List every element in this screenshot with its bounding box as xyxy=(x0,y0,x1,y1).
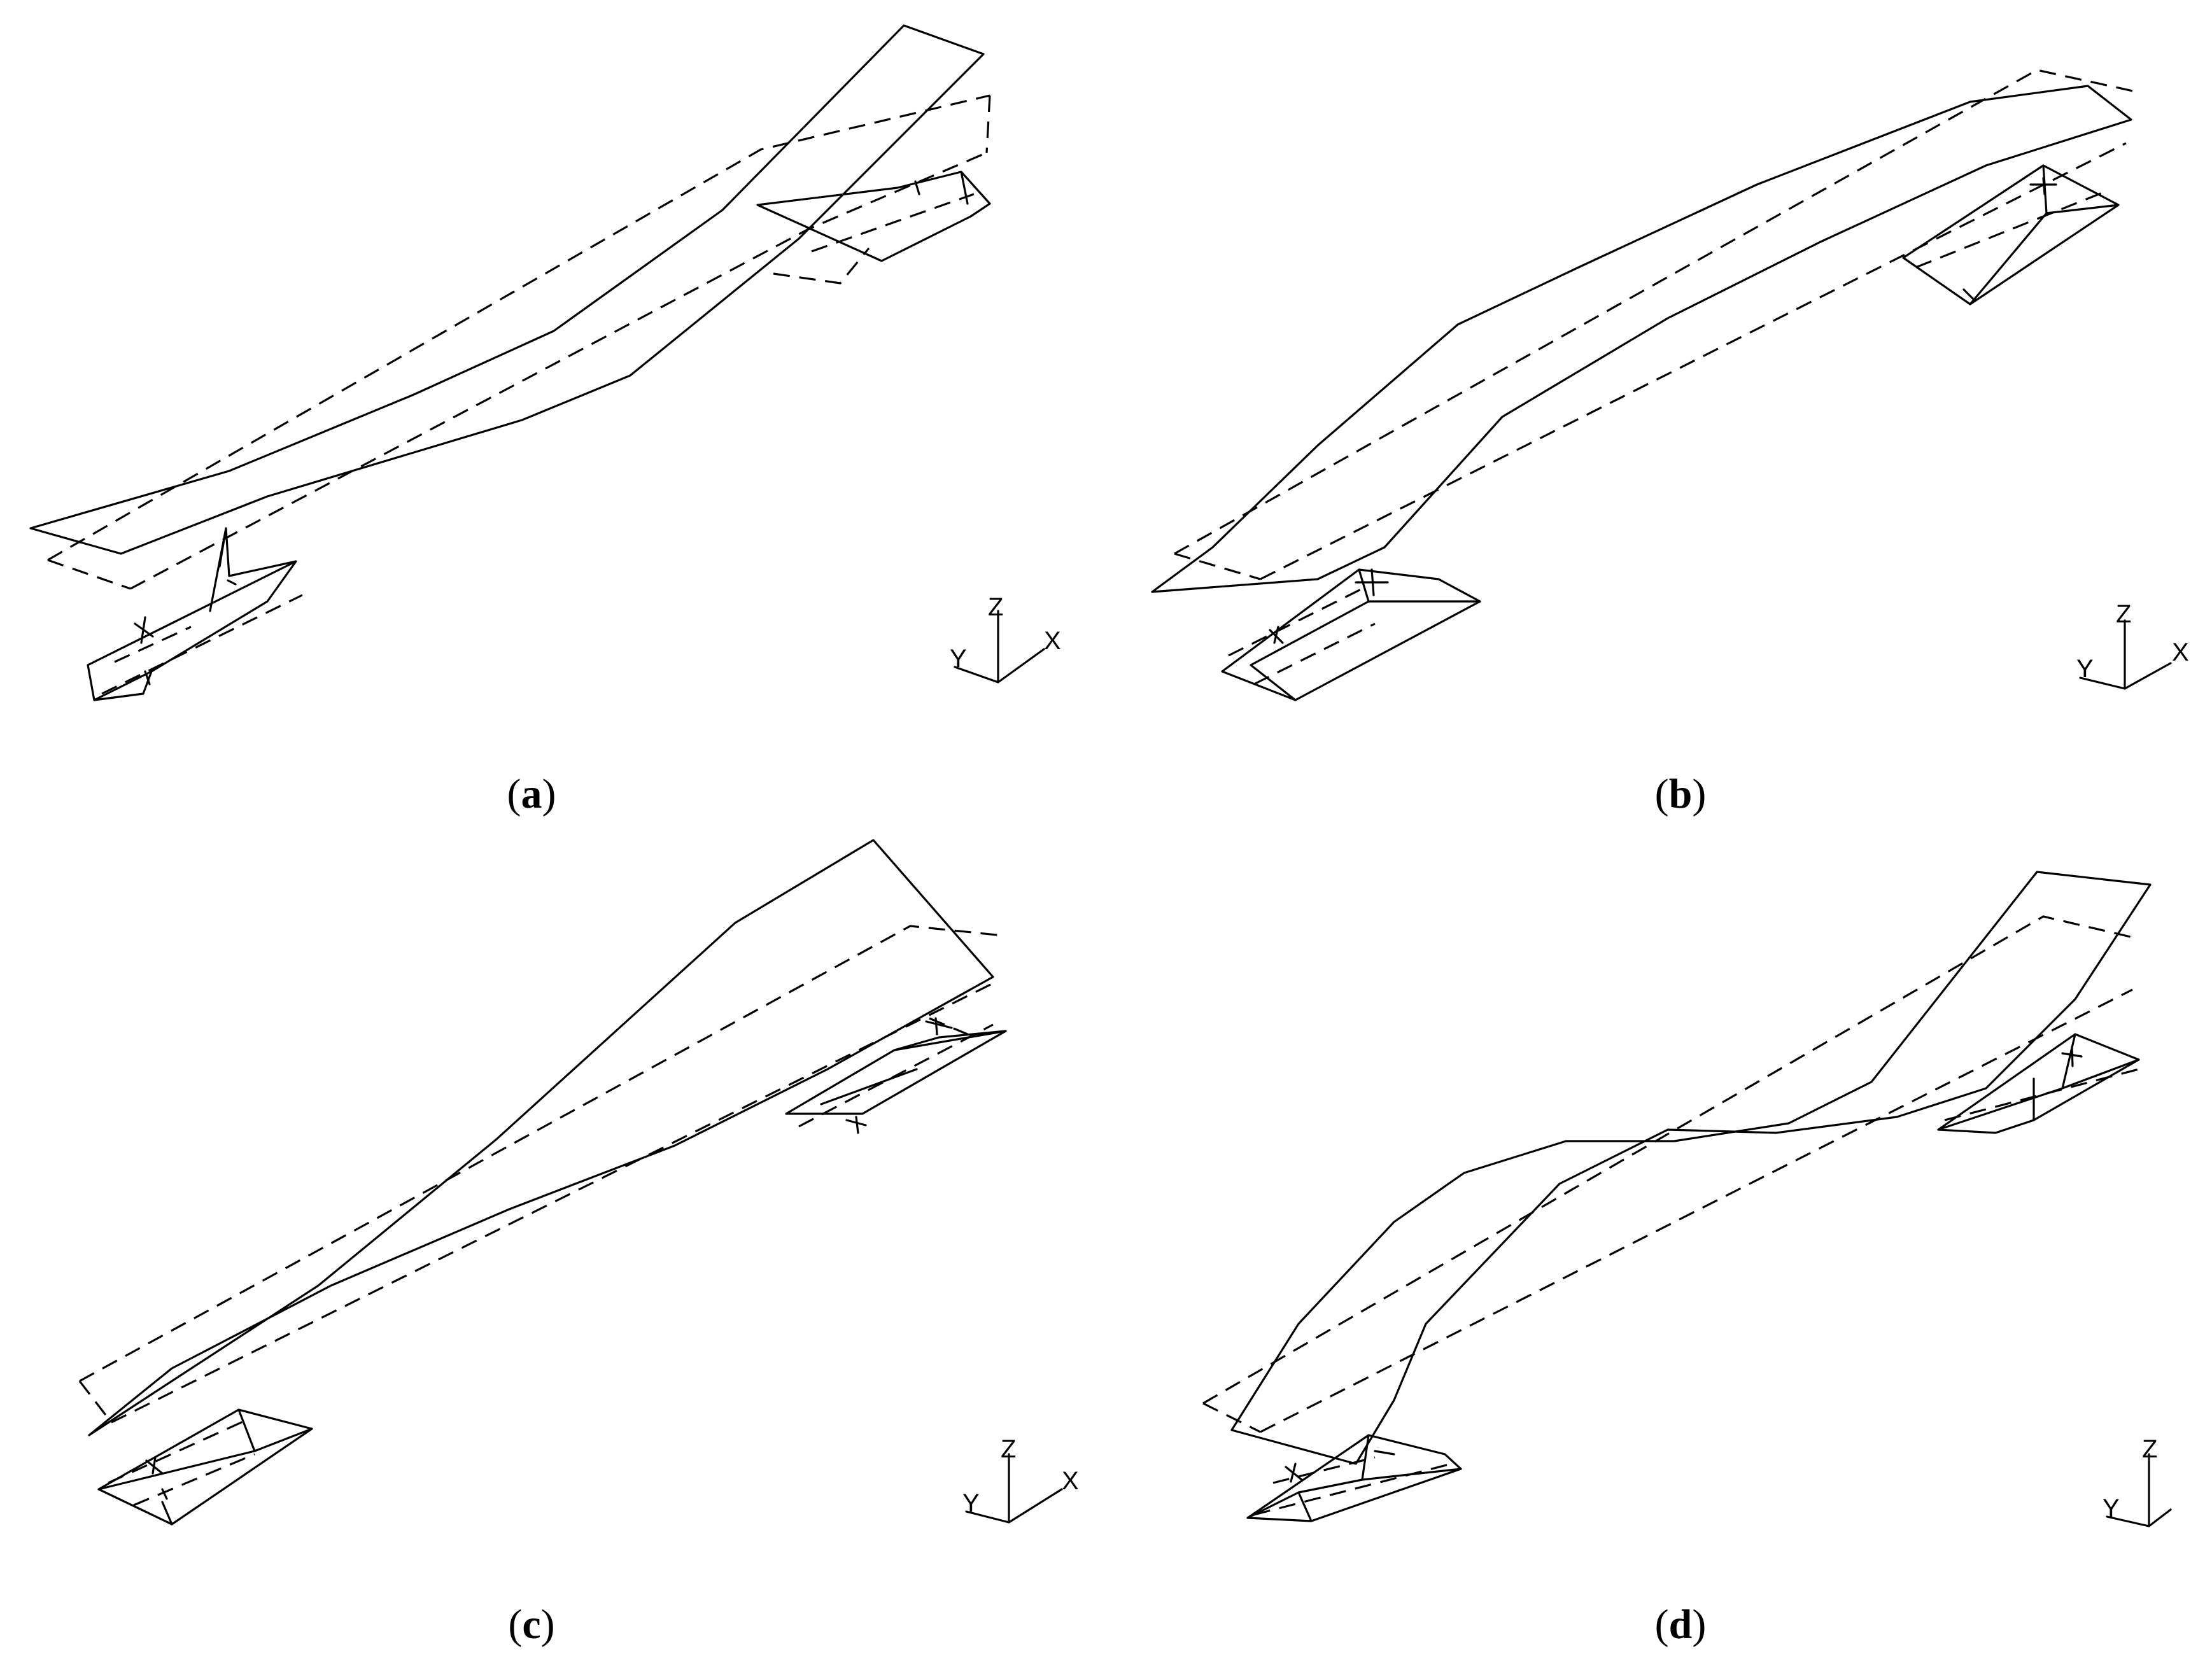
right-pier-dashed xyxy=(1915,190,2108,269)
undeformed-girder xyxy=(1202,915,2139,1433)
right-pier-marks xyxy=(845,1017,953,1134)
left-pier xyxy=(87,527,297,701)
panel-b-diagram: Z Y X xyxy=(1151,69,2189,701)
svg-text:Y: Y xyxy=(2103,1494,2120,1522)
svg-text:Z: Z xyxy=(1001,1435,1016,1463)
right-pier xyxy=(785,1030,1007,1115)
left-pier-marks xyxy=(145,1456,168,1500)
caption-c: (c) xyxy=(508,1601,555,1648)
right-pier-marks xyxy=(1962,177,2057,300)
left-pier xyxy=(1246,1434,1462,1522)
svg-text:X: X xyxy=(1062,1467,1079,1495)
panel-d-diagram: Z Y xyxy=(1202,871,2172,1527)
right-pier xyxy=(1902,164,2120,305)
deformed-girder xyxy=(88,839,994,1436)
axis-triad-c: Z Y X xyxy=(962,1435,1079,1524)
svg-text:X: X xyxy=(1044,627,1061,655)
right-pier xyxy=(756,171,991,262)
left-pier-marks xyxy=(1269,568,1389,644)
left-pier-dashed xyxy=(108,1418,255,1506)
left-pier-marks xyxy=(1285,1450,1395,1483)
right-pier-dashed xyxy=(1944,1068,2139,1121)
undeformed-girder xyxy=(78,925,1003,1424)
deformed-girder xyxy=(1230,871,2152,1465)
left-pier-dashed xyxy=(1228,584,1376,685)
axis-triad-a: Z Y X xyxy=(950,593,1061,684)
deformed-girder xyxy=(1151,85,2132,593)
svg-text:Z: Z xyxy=(2142,1435,2157,1463)
panel-c-diagram: Z Y X xyxy=(78,839,1079,1526)
panel-a-diagram: Z Y X xyxy=(29,24,1061,701)
svg-text:Y: Y xyxy=(2076,655,2094,683)
caption-a: (a) xyxy=(507,771,556,817)
axis-triad-b: Z Y X xyxy=(2076,600,2189,690)
svg-text:Z: Z xyxy=(2116,600,2131,628)
svg-text:Y: Y xyxy=(962,1489,980,1517)
right-pier xyxy=(1937,1033,2140,1134)
left-pier-marks xyxy=(134,579,237,685)
right-pier-dashed xyxy=(773,193,975,284)
deformed-girder xyxy=(29,24,985,555)
caption-b: (b) xyxy=(1654,771,1707,817)
left-pier xyxy=(97,1408,313,1526)
undeformed-girder xyxy=(47,94,991,590)
undeformed-girder xyxy=(1174,69,2139,580)
left-pier-dashed xyxy=(1253,1456,1452,1516)
svg-text:Z: Z xyxy=(988,593,1003,621)
right-pier-marks xyxy=(2061,1046,2083,1067)
svg-text:X: X xyxy=(2172,638,2189,666)
caption-d: (d) xyxy=(1654,1601,1707,1648)
left-pier xyxy=(1221,568,1481,701)
left-pier-dashed xyxy=(101,594,303,695)
svg-text:Y: Y xyxy=(950,645,967,673)
axis-triad-d: Z Y xyxy=(2103,1435,2172,1527)
